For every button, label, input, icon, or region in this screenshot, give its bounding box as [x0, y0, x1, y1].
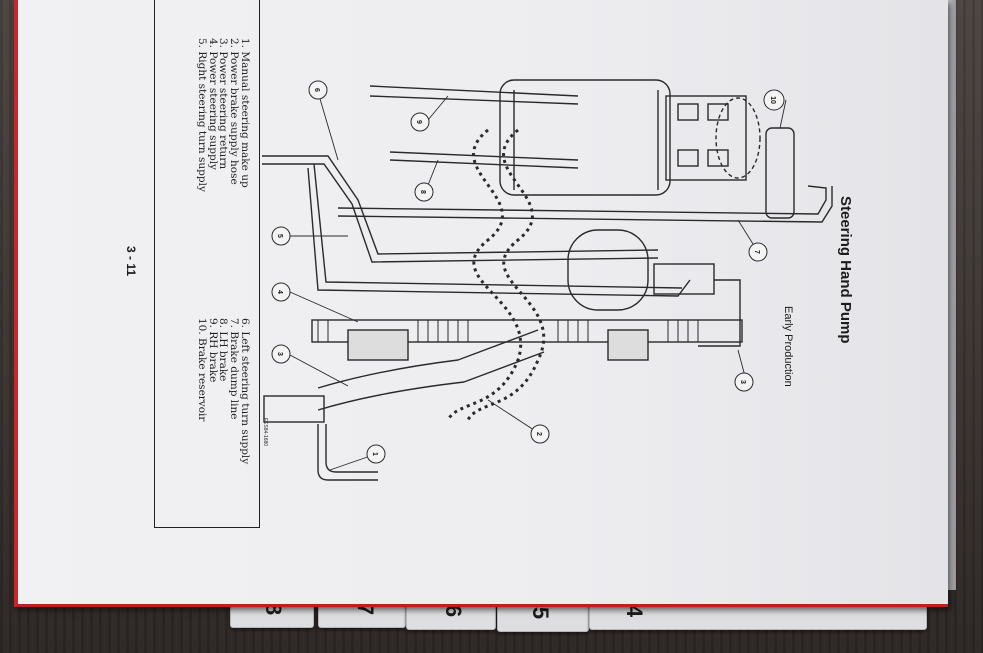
callout-4: 4 — [276, 290, 283, 294]
callout-circles — [271, 80, 785, 464]
steering-pump-diagram: 1 2 3 3 4 5 6 7 8 9 10 — [262, 79, 833, 481]
callout-7: 7 — [753, 250, 760, 254]
callout-3b: 3 — [739, 380, 746, 384]
legend-box — [154, 0, 260, 528]
filter-canister — [567, 229, 649, 311]
supply-hose — [311, 319, 743, 343]
callout-9: 9 — [415, 120, 422, 124]
callout-1: 1 — [371, 452, 378, 456]
callout-2: 2 — [535, 432, 542, 436]
callout-8: 8 — [419, 190, 426, 194]
pump-body — [499, 79, 671, 196]
return-fitting — [263, 395, 325, 423]
callout-10: 10 — [769, 96, 776, 104]
manual-page: 1. Manual steering make up 2. Power brak… — [14, 0, 948, 607]
callout-6: 6 — [313, 88, 320, 92]
coiled-brake-hose — [446, 128, 546, 421]
valve-block — [665, 95, 747, 181]
tab-label: 5 — [528, 606, 554, 620]
callout-5: 5 — [276, 234, 283, 238]
brake-reservoir — [765, 127, 795, 219]
callout-3: 3 — [276, 352, 283, 356]
